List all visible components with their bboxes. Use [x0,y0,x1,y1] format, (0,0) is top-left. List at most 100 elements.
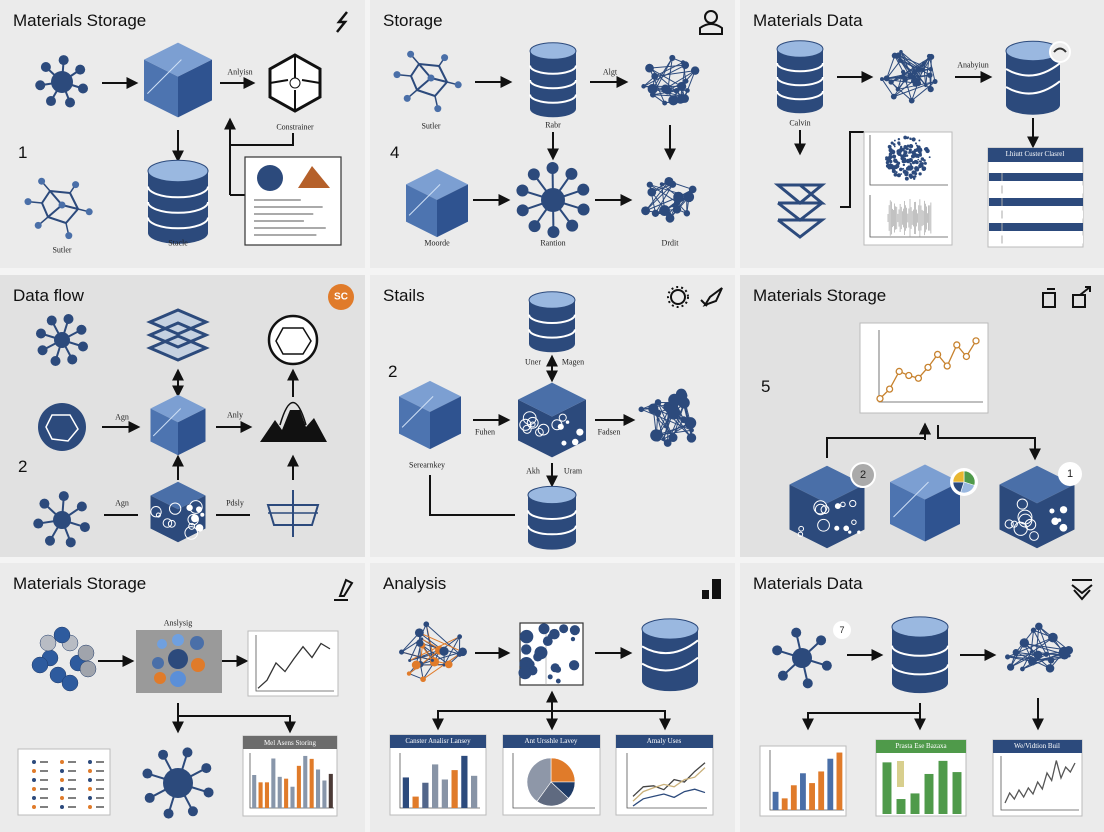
chart-bar [836,752,843,810]
chart-axes [869,135,948,186]
bar-chart-card [759,745,847,817]
user-label: Uner [525,357,541,367]
chart-card [987,147,1084,248]
chart-bar [412,796,419,808]
chart-bar [264,782,270,808]
chart-bar [896,799,906,814]
chart-bar [277,776,282,808]
chart-card [247,630,339,697]
hexagon-shield-icon [268,53,322,113]
chart-bar [432,764,439,808]
panel-data-flow: Data flow SC 2 Agn Anly Agn Pdsly [0,275,365,557]
panel-title: Data flow [13,286,84,305]
cube-icon [890,464,960,542]
pie-slice [550,757,576,783]
panel-materials-storage-3: Materials Storage Anslysig Mel Asens Sto… [0,563,365,832]
panel-title: Materials Storage [13,11,147,30]
sun-icon [667,286,689,308]
align-label: Algt [602,67,618,77]
chart-card-header [390,735,486,748]
chart-bar [827,758,834,810]
calvin-label: Calvin [789,118,811,128]
connector [802,712,920,731]
ship-icon [266,490,320,537]
database-cylinder-icon [527,485,577,550]
node-grid-icon [518,622,584,686]
line-chart-card [615,734,714,816]
panel-title: Storage [383,11,443,30]
mountain-icon [260,402,327,442]
analysis-label: Anslysig [163,618,193,628]
diagram-art [789,286,1091,549]
connector [178,715,296,734]
network-icon [516,162,590,238]
step-number: 2 [18,457,28,476]
chart-line [632,762,706,797]
chart-point [972,337,980,345]
panel-materials-storage-2: Materials Storage 5 2 1 [740,275,1104,557]
chart-card [863,131,953,246]
panel-title: Stails [383,286,425,305]
chart-point [924,363,932,372]
cube-icon [518,382,586,458]
database-cylinder-icon [891,616,949,694]
pie-badge-icon [950,468,978,496]
user-icon [699,10,723,35]
constrainer-label: Constrainer [276,122,314,132]
chart-bar [461,755,468,808]
bar-chart-header: Canster Analisr Lansey [405,737,471,745]
align-label: Agn [115,412,129,422]
step-number: 1 [18,143,28,162]
brush-icon [700,287,723,307]
diagram-art [33,284,354,548]
badge-two: 2 [859,469,867,481]
network-icon [33,491,90,548]
cycle-circle-icon [38,403,86,451]
badge-one-icon [1058,462,1082,486]
stacked-layers-icon [146,308,210,362]
line-chart-card [992,739,1083,817]
cube-icon [144,42,212,118]
sc-badge-icon [328,284,354,310]
diagram-art [24,11,348,246]
panel-title: Materials Storage [13,574,147,593]
badge-seven-icon [833,621,851,639]
molecule-network-icon [399,621,467,683]
chart-point [876,394,884,403]
badge-one: 1 [1066,468,1074,480]
network-icon [772,627,832,689]
chart-point [943,362,951,370]
database-label: Rabr [545,120,561,130]
green-bar-chart-card [875,739,967,817]
chart-bar [790,785,797,810]
chart-card-header [988,148,1083,162]
chart-bar [772,791,779,810]
stack-label: Stacle [168,238,188,248]
chart-point [905,371,913,380]
panel-title: Materials Data [753,11,863,30]
chart-axes [512,753,595,809]
molecule-network-icon [641,176,697,223]
database-cylinder-icon [1005,40,1061,115]
network-icon [35,313,89,367]
diagram-art [399,286,723,550]
chart-bar [441,779,448,808]
cube-icon [999,465,1075,549]
panel-stails: Stails 2 Uner Magen Fuhen Fadsen Serearn… [370,275,735,557]
layered-diamond-icon [773,183,827,239]
export-icons [1042,286,1091,308]
align-label: Agn [115,498,129,508]
akh-label: Akh [526,466,540,476]
lightning-icon [336,11,348,33]
panel-materials-storage-1: Materials Storage 1 Anlyisn Constrainer … [0,0,365,268]
badge-two-icon [850,462,876,488]
panel-title: Materials Data [753,574,863,593]
chart-bar [284,778,289,808]
magen-label: Magen [561,357,585,367]
line-chart-card [859,322,989,414]
chart-axes [255,635,334,692]
chart-point [933,350,942,359]
panel-materials-data-1: Materials Data Anabyiun Calvin Lhiutt Cu… [740,0,1104,268]
analysis-box [136,630,222,693]
molecule-label: Sutler [52,245,72,255]
